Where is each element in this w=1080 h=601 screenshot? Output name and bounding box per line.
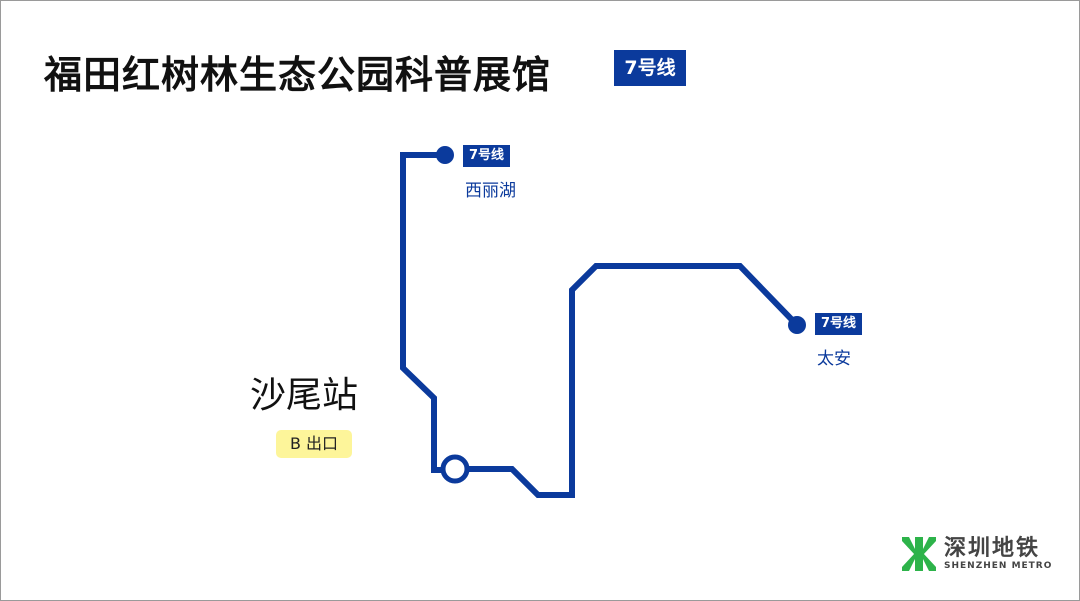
exit-badge: B 出口 bbox=[276, 430, 352, 458]
logo-cn: 深圳地铁 bbox=[944, 536, 1041, 561]
terminal-dot-taian bbox=[788, 316, 806, 334]
station-name: 沙尾站 bbox=[250, 375, 359, 416]
terminal-line-badge: 7号线 bbox=[815, 313, 863, 335]
page-title: 福田红树林生态公园科普展馆 bbox=[44, 53, 552, 97]
line-badge: 7号线 bbox=[614, 50, 686, 86]
terminal-name: 西丽湖 bbox=[465, 181, 516, 201]
current-station-marker bbox=[440, 454, 470, 484]
terminal-line-badge: 7号线 bbox=[463, 145, 511, 167]
line-7-route-east bbox=[467, 263, 800, 498]
logo-en: SHENZHEN METRO bbox=[944, 561, 1053, 571]
terminal-dot-xilihu bbox=[436, 146, 454, 164]
shenzhen-metro-logo: 深圳地铁 SHENZHEN METRO bbox=[900, 535, 1052, 573]
line-7-route bbox=[400, 152, 445, 473]
terminal-name: 太安 bbox=[817, 349, 851, 369]
metro-logo-icon bbox=[902, 537, 936, 571]
